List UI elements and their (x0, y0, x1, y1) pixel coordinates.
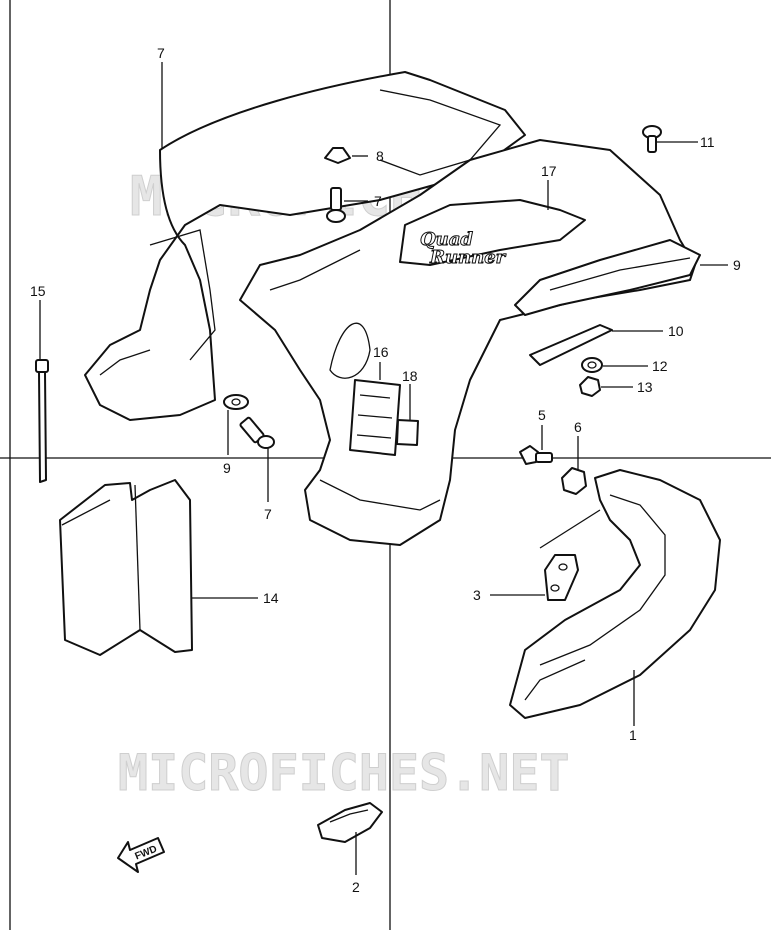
part-5-nut[interactable] (561, 467, 587, 495)
callout-15: 15 (30, 283, 46, 299)
callout-2: 2 (352, 879, 360, 895)
part-4-bolt[interactable] (519, 445, 553, 465)
callout-16: 17 (541, 163, 557, 179)
fwd-arrow-icon: FWD (117, 837, 165, 873)
callout-6: 7 (157, 45, 165, 61)
part-14-splash-panel[interactable] (59, 479, 193, 656)
part-7-bolt-top[interactable] (326, 187, 346, 223)
callout-13: 13 (637, 379, 653, 395)
part-12-washer[interactable] (581, 357, 603, 373)
watermark-bottom: MICROFICHES.NET (118, 744, 570, 802)
leader-lines (39, 62, 728, 875)
callout-8: 8 (376, 148, 384, 164)
part-17-label[interactable] (349, 379, 401, 456)
callout-14: 14 (263, 590, 279, 606)
part-8-grommet[interactable] (324, 147, 351, 164)
callout-10: 10 (668, 323, 684, 339)
callout-4: 5 (538, 407, 546, 423)
callout-11: 11 (700, 134, 715, 150)
part-13-nut[interactable] (579, 376, 601, 397)
part-15-cable-tie[interactable] (35, 359, 49, 483)
callout-9-right: 9 (733, 257, 741, 273)
callout-18: 18 (402, 368, 418, 384)
callout-7-top: 7 (374, 193, 382, 209)
decal-text-line1: Quad (420, 229, 473, 250)
callouts: 7 8 7 17 11 9 10 12 13 15 16 18 9 7 5 6 … (30, 45, 741, 895)
part-18-small-label[interactable] (396, 419, 419, 446)
part-7-bolt-lower[interactable] (239, 416, 275, 449)
callout-5: 6 (574, 419, 582, 435)
part-2-clip[interactable] (317, 802, 383, 843)
part-9-grommet-left[interactable] (223, 394, 249, 410)
part-9-bracket-right[interactable] (514, 239, 701, 316)
callout-1: 1 (629, 727, 637, 743)
callout-9-left: 9 (223, 460, 231, 476)
callout-3: 3 (473, 587, 481, 603)
part-1-mud-guard[interactable] (509, 469, 721, 719)
callout-12: 12 (652, 358, 668, 374)
part-3-bracket[interactable] (544, 554, 579, 601)
part-10-strip[interactable] (529, 324, 613, 366)
part-6-rear-fender[interactable] (84, 71, 526, 421)
part-11-screw[interactable] (642, 125, 662, 153)
callout-7-lower: 7 (264, 506, 272, 522)
decal-text-line2: Runner (429, 247, 507, 268)
callout-17: 16 (373, 344, 389, 360)
